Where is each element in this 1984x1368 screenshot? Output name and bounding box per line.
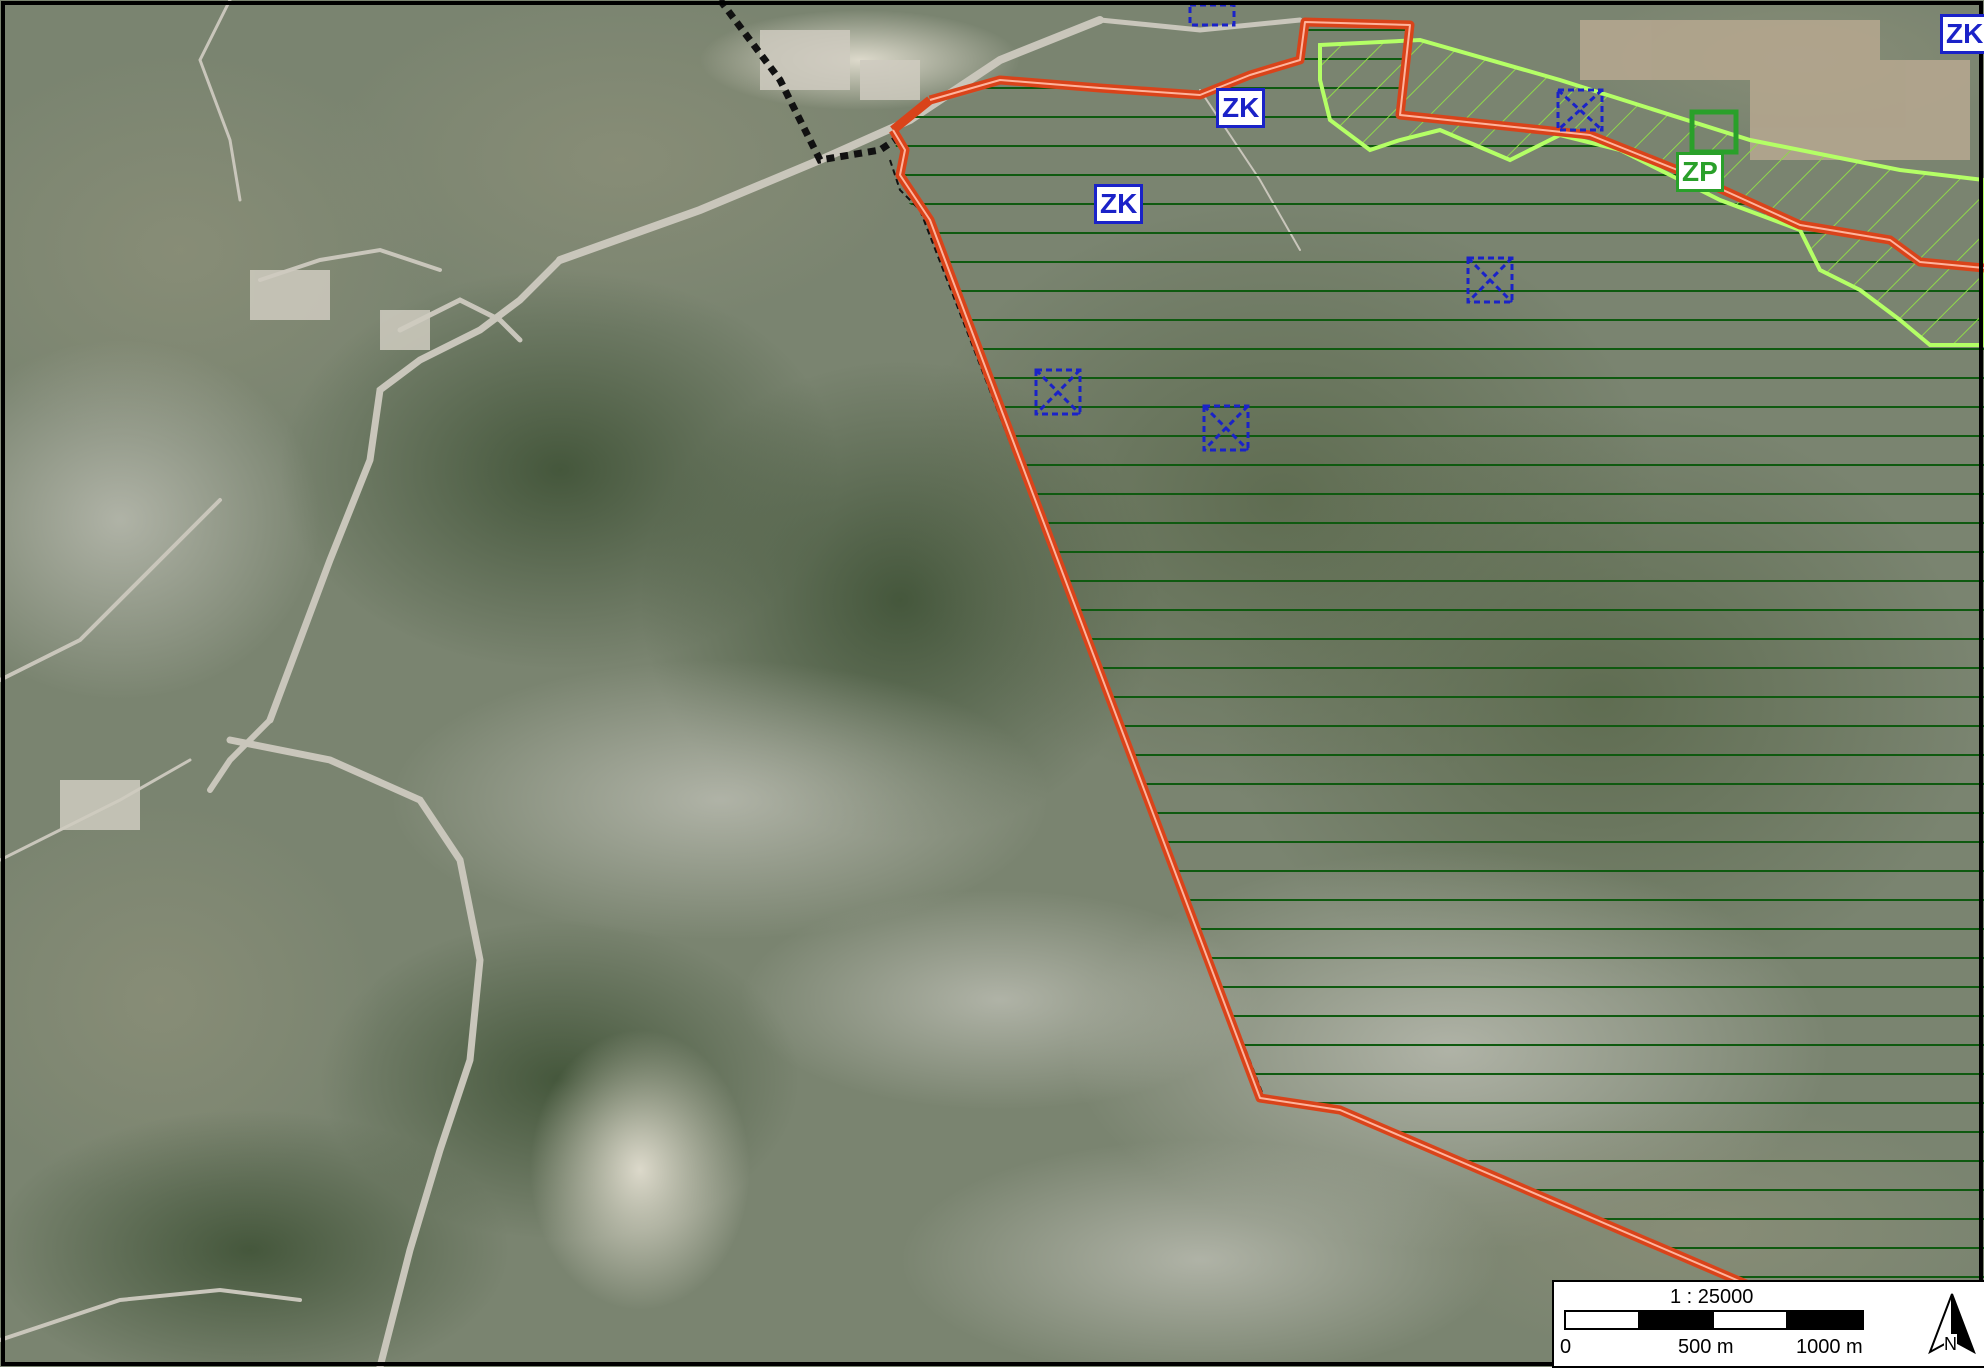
black-dashed-boundary-2	[889, 159, 1266, 1101]
settlement-patches	[60, 20, 1970, 830]
black-dashed-boundary	[717, 0, 897, 164]
scale-tick-500: 500 m	[1678, 1336, 1734, 1358]
scale-segment	[1786, 1310, 1864, 1330]
marker-square	[1034, 368, 1082, 416]
north-label: N	[1944, 1334, 1957, 1355]
protected-zone-hatched[interactable]	[893, 22, 1984, 1290]
red-boundary[interactable]	[889, 17, 1984, 1295]
zk-label[interactable]: ZK	[1216, 88, 1266, 128]
marker-square	[1466, 256, 1514, 304]
scale-segment	[1712, 1310, 1788, 1330]
zk-label[interactable]: ZK	[1094, 184, 1144, 224]
blue-dashed-markers[interactable]	[1034, 3, 1604, 452]
scale-tick-0: 0	[1560, 1336, 1572, 1358]
scale-bar-strip	[1564, 1310, 1864, 1332]
zp-label[interactable]: ZP	[1676, 152, 1724, 192]
zk-label[interactable]: ZK	[1940, 14, 1984, 54]
marker-square	[1202, 404, 1250, 452]
scale-segment	[1638, 1310, 1714, 1330]
scale-ratio: 1 : 25000	[1670, 1286, 1754, 1308]
scale-bar: 1 : 25000 0 500 m 1000 m N	[1552, 1280, 1984, 1368]
scale-tick-1000: 1000 m	[1796, 1336, 1863, 1358]
marker-square	[1556, 88, 1604, 132]
scale-segment	[1564, 1310, 1640, 1330]
green-zone-hatched[interactable]	[1318, 37, 1984, 347]
